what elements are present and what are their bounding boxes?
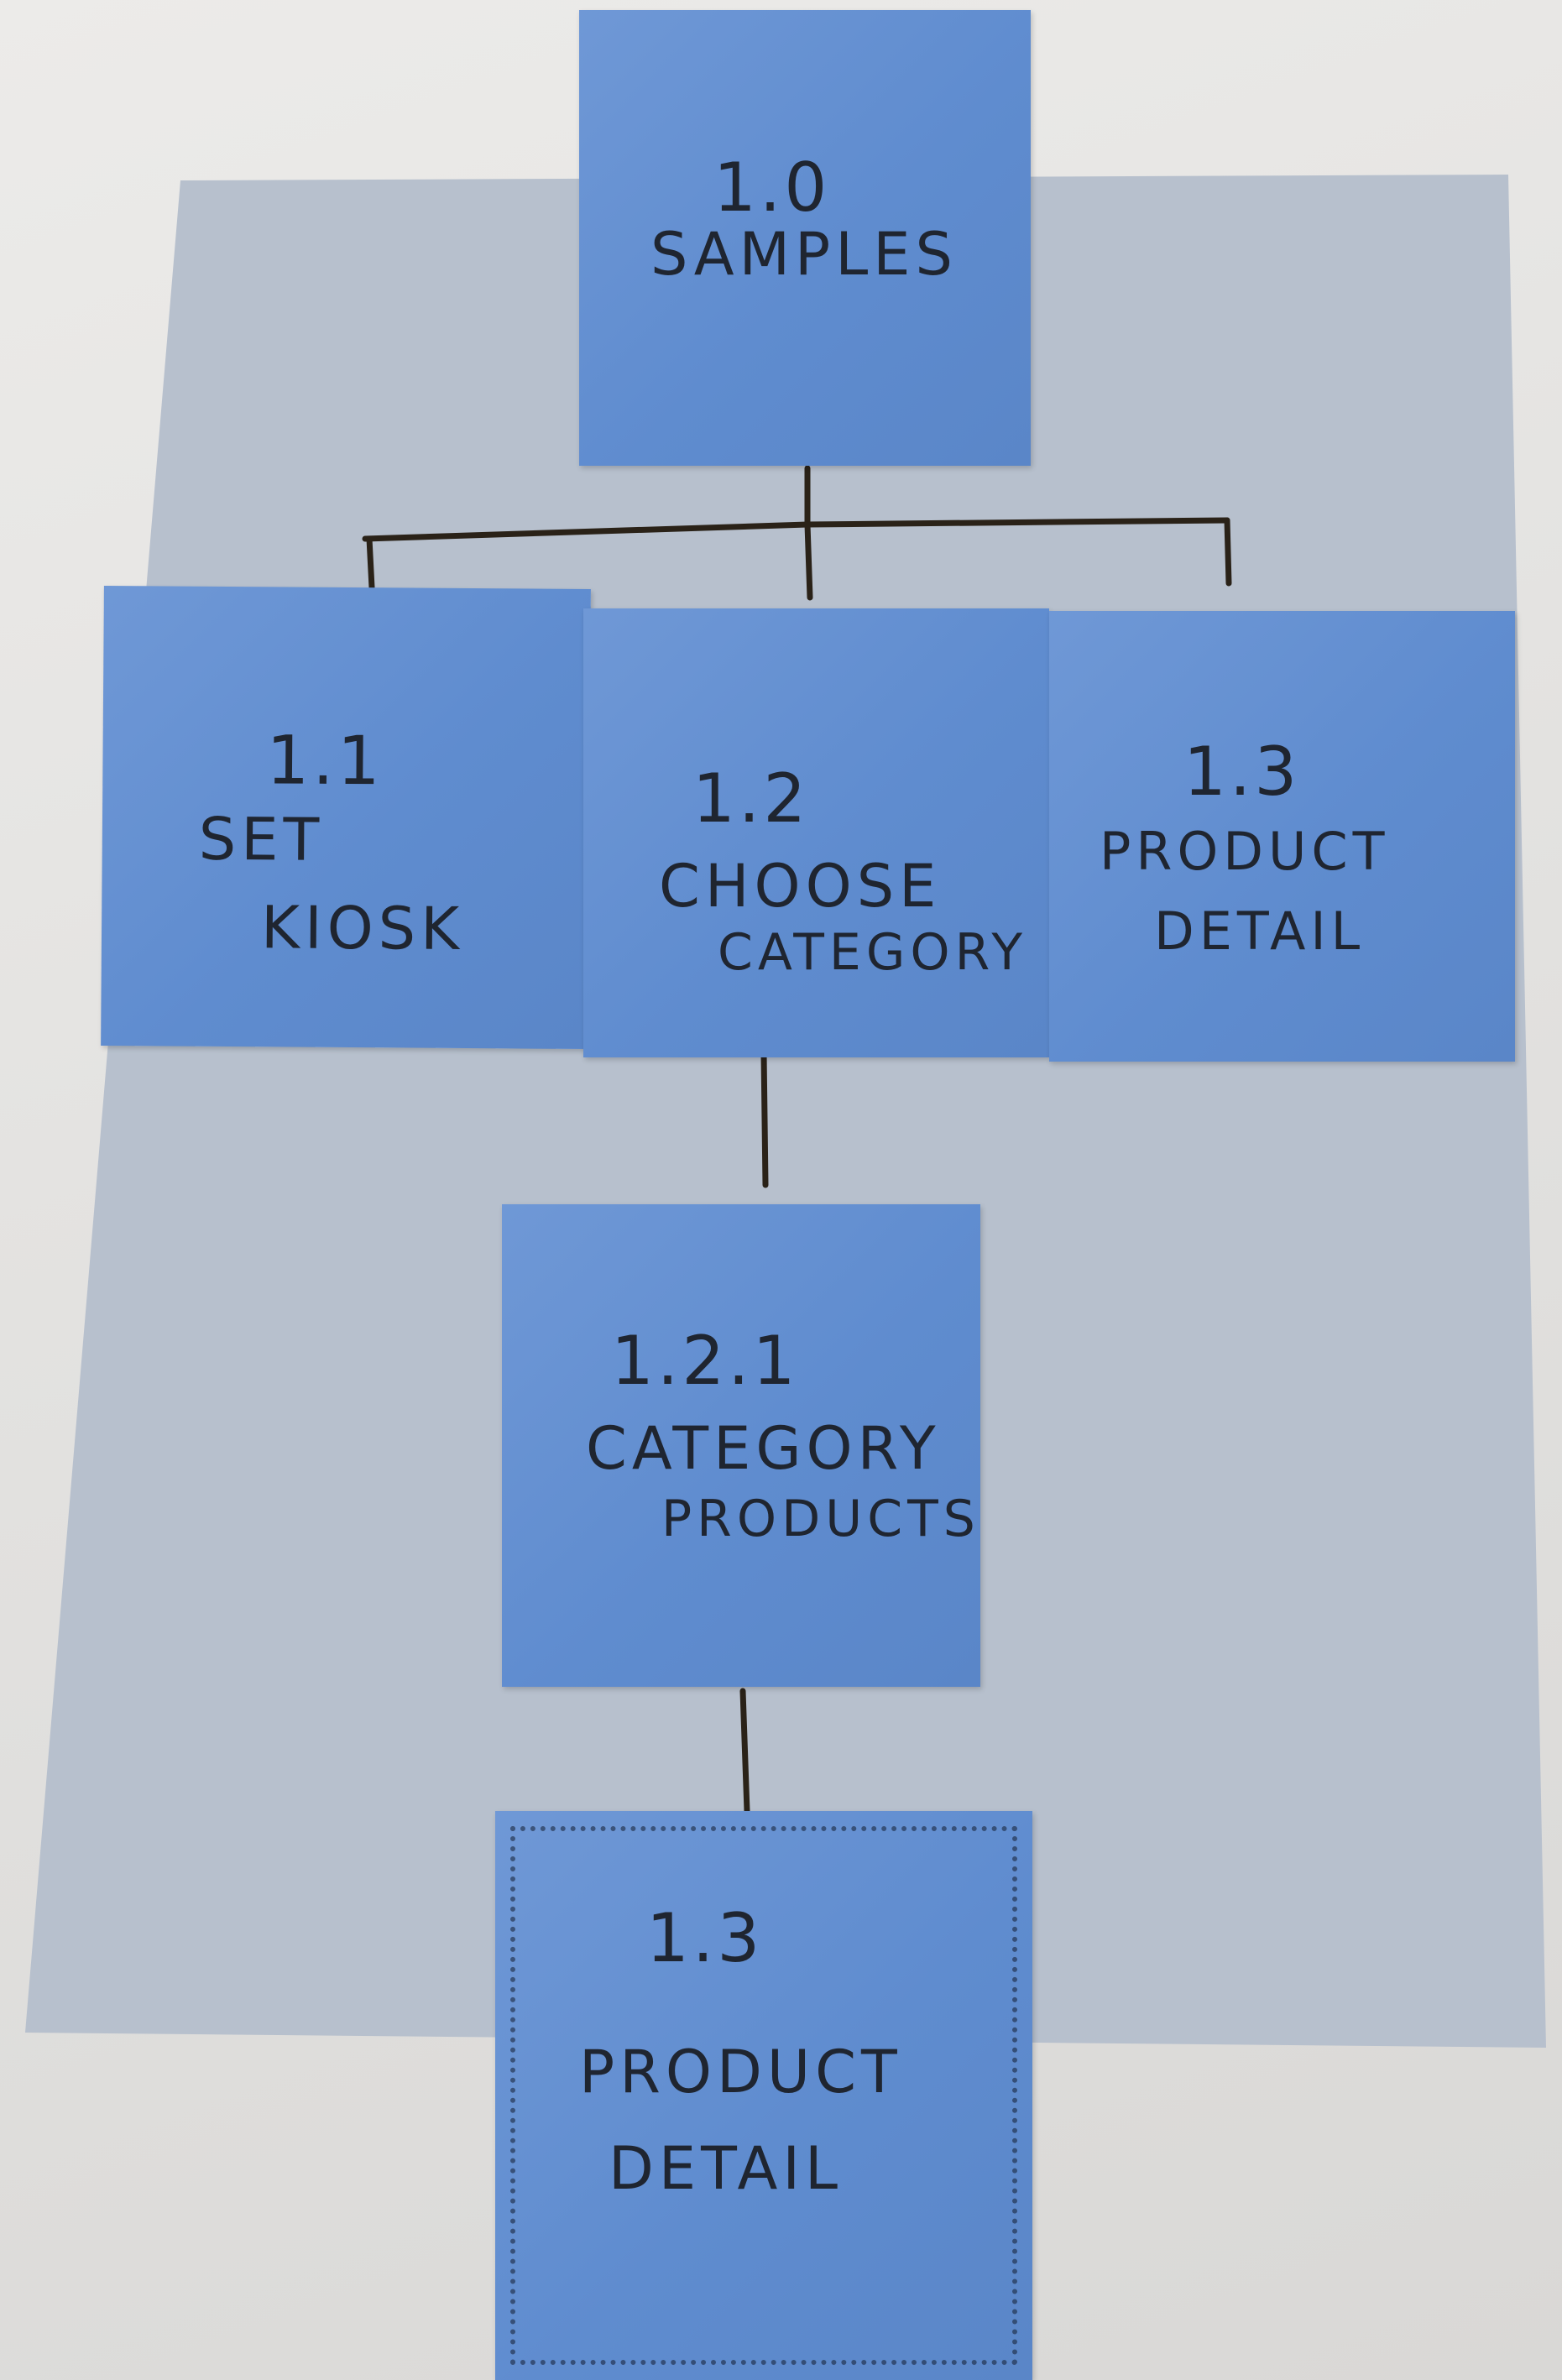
connector-to-1-1: [366, 535, 375, 591]
note-label-line-1: SET: [198, 804, 325, 874]
note-label-line-1: CHOOSE: [659, 852, 942, 921]
note-1-0-samples: 1.0 SAMPLES: [579, 10, 1031, 466]
note-number: 1.3: [1183, 733, 1301, 811]
note-label-line-1: CATEGORY: [586, 1414, 941, 1483]
note-label-line-2: PRODUCTS: [661, 1490, 980, 1548]
note-number: 1.2: [692, 759, 810, 838]
note-1-3-product-detail-bottom: 1.3 PRODUCT DETAIL: [495, 1811, 1032, 2380]
note-number: 1.1: [266, 721, 384, 801]
note-number: 1.2.1: [611, 1322, 799, 1400]
note-1-2-choose-category: 1.2 CHOOSE CATEGORY: [583, 608, 1049, 1057]
note-label-line-1: PRODUCT: [579, 2038, 902, 2106]
note-1-3-product-detail-top: 1.3 PRODUCT DETAIL: [1049, 611, 1515, 1062]
note-label-line-2: KIOSK: [260, 893, 465, 963]
connector-to-1-2: [804, 521, 813, 601]
note-1-2-1-category-products: 1.2.1 CATEGORY PRODUCTS: [502, 1204, 980, 1687]
note-number: 1.3: [646, 1899, 764, 1977]
connector-to-1-3: [1224, 517, 1232, 587]
note-label-line-2: DETAIL: [609, 2134, 843, 2203]
note-label-line-2: CATEGORY: [718, 923, 1028, 982]
note-label-line-1: PRODUCT: [1100, 821, 1390, 882]
note-label-line-2: DETAIL: [1154, 900, 1366, 962]
connector-1-2-1-to-1-3: [739, 1688, 750, 1814]
connector-1-2-to-1-2-1: [760, 1050, 769, 1188]
note-label: SAMPLES: [650, 220, 958, 289]
connector-horizontal-bar: [362, 517, 1230, 542]
note-number: 1.0: [713, 149, 831, 227]
note-1-1-set-kiosk: 1.1 SET KIOSK: [101, 585, 591, 1050]
